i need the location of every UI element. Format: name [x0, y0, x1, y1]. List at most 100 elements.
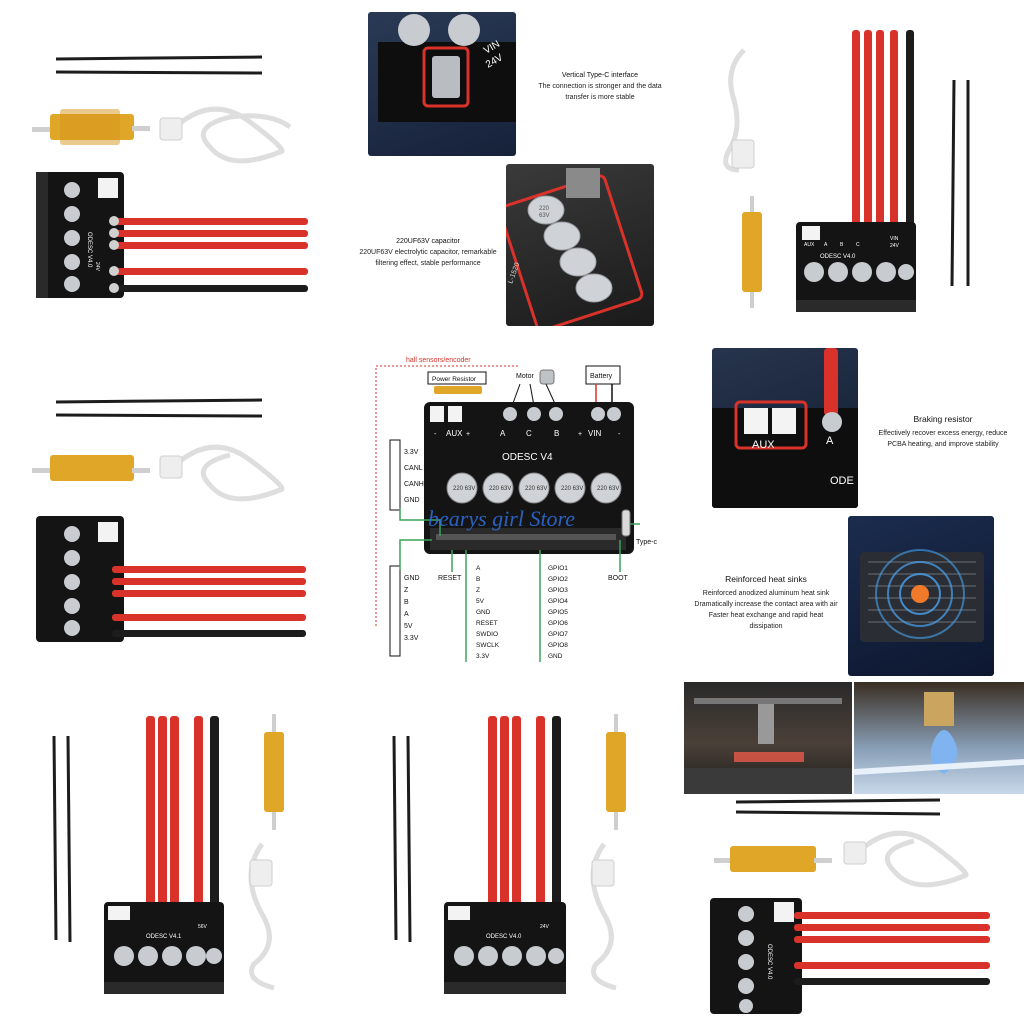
capacitor-title: 220UF63V capacitor — [396, 238, 460, 245]
typec-closeup-photo: VIN 24V — [368, 12, 516, 156]
kit-d-volt-label: 24V — [540, 924, 550, 930]
kit-c-illustration: ODESC V4.1 56V — [52, 714, 284, 994]
typec-desc-line-2: transfer is more stable — [565, 94, 635, 101]
can-pin-canh: CANH — [404, 481, 424, 488]
battery-label: Battery — [590, 373, 613, 380]
wiring-diagram: hall sensors/encoder Power Resistor Moto… — [375, 357, 658, 662]
diagram-cap-5: 220 63V — [597, 486, 619, 492]
can-pin-gnd: GND — [404, 497, 420, 504]
kit-d-board-label: ODESC V4.0 — [486, 934, 522, 940]
gpio-pin-4: GPIO4 — [548, 598, 568, 605]
mid-pin-swclk: SWCLK — [476, 642, 500, 649]
typec-desc-line-1: The connection is stronger and the data — [538, 83, 662, 90]
heatsink-desc-line-4: dissipation — [749, 623, 783, 630]
wiring-diagram-panel: hall sensors/encoder Power Resistor Moto… — [340, 340, 684, 680]
typec-callout: Vertical Type-C interface The connection… — [518, 70, 682, 103]
braking-a-label: A — [826, 435, 834, 447]
kit-b-aux-label: AUX — [804, 242, 815, 248]
braking-desc-line-2: PCBA heating, and improve stability — [887, 441, 999, 448]
gpio-pin-8: GPIO8 — [548, 642, 568, 649]
diagram-cap-2: 220 63V — [489, 486, 511, 492]
heatsink-desc-line-2: Dramatically increase the contact area w… — [694, 601, 838, 608]
diagram-cap-4: 220 63V — [561, 486, 583, 492]
capacitor-callout: 220UF63V capacitor 220UF63V electrolytic… — [350, 236, 506, 269]
enc-pin-a: A — [404, 611, 409, 618]
enc-pin-5v: 5V — [404, 623, 413, 630]
diagram-vin-label: VIN — [588, 429, 602, 438]
diagram-minus-right: - — [618, 431, 621, 438]
cap-marking-value: 220 — [539, 206, 550, 212]
kit-c-board-label: ODESC V4.1 — [146, 934, 182, 940]
power-resistor-label: Power Resistor — [432, 376, 477, 383]
enc-pin-b: B — [404, 599, 409, 606]
heatsink-callout: Reinforced heat sinks Reinforced anodize… — [688, 574, 844, 632]
kit-e-illustration: ODESC V4.0 — [710, 798, 990, 1014]
kit-b-illustration: ODESC V4.0 AUX A B C VIN 24V — [723, 30, 970, 312]
kit-a-board-label: ODESC V4.0 — [86, 232, 92, 268]
diagram-phase-b: B — [554, 429, 559, 438]
diagram-cap-1: 220 63V — [453, 486, 475, 492]
reset-label: RESET — [438, 575, 462, 582]
kit-b-board-label: ODESC V4.0 — [820, 254, 856, 260]
heatsink-desc-line-3: Faster heat exchange and rapid heat — [708, 612, 824, 619]
printer-photo-left — [684, 682, 852, 794]
braking-title: Braking resistor — [913, 414, 973, 424]
braking-aux-label: AUX — [752, 439, 775, 451]
mid-pin-reset: RESET — [476, 620, 498, 627]
diagram-board-label: ODESC V4 — [502, 452, 553, 463]
kit-e-board-label: ODESC V4.0 — [766, 944, 772, 980]
mid-pin-swdio: SWDIO — [476, 631, 498, 638]
feature-panel-braking-heatsink: AUX A ODE Braking resistor Effectively r… — [684, 340, 1024, 680]
typec-title: Vertical Type-C interface — [561, 72, 639, 79]
product-photo-kit-a-repeat — [0, 340, 340, 680]
braking-resistor-photo: AUX A ODE — [712, 348, 858, 508]
gpio-pin-1: GPIO1 — [548, 565, 568, 572]
braking-callout: Braking resistor Effectively recover exc… — [868, 414, 1018, 450]
can-pin-canl: CANL — [404, 465, 423, 472]
enc-pin-z: Z — [404, 587, 409, 594]
kit-c-volt-label: 56V — [198, 924, 208, 930]
can-pin-3v3: 3.3V — [404, 449, 419, 456]
kit-d-illustration: ODESC V4.0 24V — [392, 714, 626, 994]
braking-odesc-fragment: ODE — [830, 475, 854, 487]
typec-label: Type-c — [636, 539, 658, 546]
capacitor-desc-line-2: filtering effect, stable performance — [375, 260, 481, 267]
product-photo-kit-d: ODESC V4.0 24V — [340, 680, 684, 1024]
capacitor-desc-line-1: 220UF63V electrolytic capacitor, remarka… — [359, 249, 497, 256]
mid-pin-a: A — [476, 565, 481, 572]
kit-b-volt-label: 24V — [890, 243, 900, 249]
diagram-cap-3: 220 63V — [525, 486, 547, 492]
kit-b-pin-a: A — [824, 242, 828, 248]
kit-b-vin-label: VIN — [890, 236, 899, 242]
enc-pin-3v3: 3.3V — [404, 635, 419, 642]
hall-sensors-label: hall sensors/encoder — [406, 357, 471, 364]
boot-label: BOOT — [608, 575, 629, 582]
gpio-pin-gnd: GND — [548, 653, 563, 660]
gpio-pin-3: GPIO3 — [548, 587, 568, 594]
heatsink-desc-line-1: Reinforced anodized aluminum heat sink — [702, 590, 830, 597]
product-photo-kit-c: ODESC V4.1 56V — [0, 680, 340, 1024]
diagram-plus-left: + — [466, 431, 470, 438]
kit-a-illustration: ODESC V4.0 24V — [32, 55, 308, 298]
mid-pin-gnd: GND — [476, 609, 491, 616]
feature-panel-typec-capacitor: VIN 24V Vertical Type-C interface The co… — [340, 0, 684, 340]
diagram-phase-c: C — [526, 429, 532, 438]
diagram-plus-right: + — [578, 431, 582, 438]
store-watermark: bearys girl Store — [428, 506, 576, 531]
kit-b-pin-c: C — [856, 242, 860, 248]
heatsink-title: Reinforced heat sinks — [725, 574, 807, 584]
kit-b-pin-b: B — [840, 242, 844, 248]
enc-pin-gnd: GND — [404, 575, 420, 582]
capacitor-closeup-photo: 220 63V L-1520 — [506, 164, 654, 326]
kit-a-volt: 24V — [94, 262, 100, 272]
gpio-pin-5: GPIO5 — [548, 609, 568, 616]
mid-pin-z: Z — [476, 587, 480, 594]
kit-a-repeat-illustration — [32, 398, 306, 642]
gpio-pin-7: GPIO7 — [548, 631, 568, 638]
gpio-pin-6: GPIO6 — [548, 620, 568, 627]
printer-photo-right — [854, 682, 1024, 794]
product-photo-kit-a: ODESC V4.0 24V — [0, 0, 340, 340]
diagram-aux-label: AUX — [446, 429, 463, 438]
mid-pin-3v3: 3.3V — [476, 653, 490, 660]
mid-pin-b: B — [476, 576, 480, 583]
